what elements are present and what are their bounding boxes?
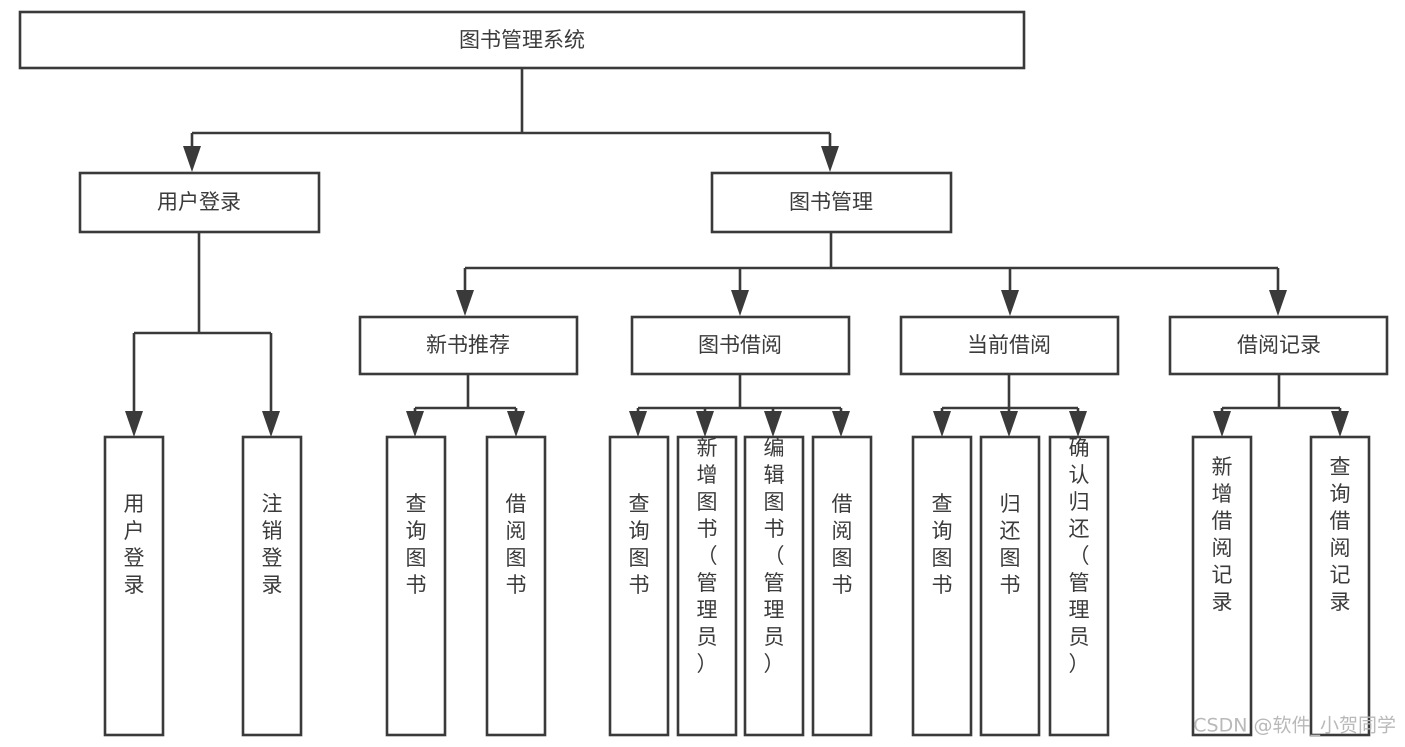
node-leaf-label: 借阅图书 xyxy=(832,492,853,597)
node-leaf-box[interactable] xyxy=(241,435,303,737)
node-leaf-label: 新增借阅记录 xyxy=(1212,455,1233,614)
node-borrow-record-label: 借阅记录 xyxy=(1237,333,1321,357)
node-root-label: 图书管理系统 xyxy=(459,28,585,52)
node-leaf-label: 借阅图书 xyxy=(506,492,527,597)
arrow-head-book-borrow xyxy=(731,290,749,316)
node-leaf-box[interactable] xyxy=(385,435,447,737)
node-user-login[interactable]: 用户登录 xyxy=(78,171,321,234)
node-user-login-box[interactable] xyxy=(78,171,321,234)
node-leaf-book-borrow-1[interactable]: 查询图书 xyxy=(608,435,670,737)
arrow-head-book-borrow-leaf-1 xyxy=(629,411,647,437)
node-book-manage-label: 图书管理 xyxy=(789,190,873,214)
node-leaf-borrow-record-2[interactable]: 查询借阅记录 xyxy=(1309,435,1371,737)
arrow-head-current-borrow-leaf-1 xyxy=(933,411,951,437)
node-root-box[interactable] xyxy=(18,10,1026,70)
arrow-head-new-book-leaf-2 xyxy=(507,411,525,437)
node-leaf-label: 查询图书 xyxy=(406,492,427,597)
node-leaf-box[interactable] xyxy=(608,435,670,737)
node-leaf-box[interactable] xyxy=(743,435,805,737)
connector-group-borrow-record xyxy=(1213,374,1349,437)
arrow-head-borrow-record-leaf-1 xyxy=(1213,411,1231,437)
arrow-head-user-login-leaf-2 xyxy=(262,411,280,437)
arrow-head-new-book-recommend xyxy=(456,290,474,316)
connector-group-new-book-recommend xyxy=(406,374,525,437)
arrow-head-current-borrow-leaf-2 xyxy=(1000,411,1018,437)
node-leaf-book-borrow-3[interactable]: 编辑图书（管理员） xyxy=(743,435,805,737)
node-leaf-label: 查询借阅记录 xyxy=(1330,455,1351,614)
node-book-borrow[interactable]: 图书借阅 xyxy=(630,315,851,376)
node-leaf-box[interactable] xyxy=(1191,435,1253,737)
node-new-book-recommend-box[interactable] xyxy=(358,315,579,376)
node-leaf-box[interactable] xyxy=(1309,435,1371,737)
connector-group-book-borrow xyxy=(629,374,850,437)
node-leaf-borrow-record-1[interactable]: 新增借阅记录 xyxy=(1191,435,1253,737)
csdn-watermark: CSDN @软件_小贺同学 xyxy=(1193,715,1396,737)
node-leaf-box[interactable] xyxy=(979,435,1041,737)
node-leaf-box[interactable] xyxy=(676,435,738,737)
arrow-head-book-borrow-leaf-4 xyxy=(832,411,850,437)
node-leaf-current-borrow-1[interactable]: 查询图书 xyxy=(911,435,973,737)
node-borrow-record-box[interactable] xyxy=(1168,315,1389,376)
arrow-head-borrow-record-leaf-2 xyxy=(1331,411,1349,437)
node-root-system[interactable]: 图书管理系统 xyxy=(18,10,1026,70)
node-book-borrow-label: 图书借阅 xyxy=(698,333,782,357)
arrow-head-user-login xyxy=(183,146,201,172)
node-book-manage[interactable]: 图书管理 xyxy=(710,171,953,234)
node-current-borrow[interactable]: 当前借阅 xyxy=(899,315,1120,376)
arrow-head-borrow-record xyxy=(1269,290,1287,316)
node-book-manage-box[interactable] xyxy=(710,171,953,234)
node-new-book-recommend-label: 新书推荐 xyxy=(426,333,510,357)
node-leaf-label: 查询图书 xyxy=(932,492,953,597)
node-leaf-label: 新增图书（管理员） xyxy=(697,436,718,676)
node-leaf-current-borrow-2[interactable]: 归还图书 xyxy=(979,435,1041,737)
arrow-head-user-login-leaf-1 xyxy=(125,411,143,437)
node-leaf-label: 查询图书 xyxy=(629,492,650,597)
node-leaf-box[interactable] xyxy=(485,435,547,737)
arrow-head-current-borrow-leaf-3 xyxy=(1069,411,1087,437)
arrow-head-current-borrow xyxy=(1001,290,1019,316)
node-current-borrow-box[interactable] xyxy=(899,315,1120,376)
arrow-head-book-borrow-leaf-2 xyxy=(696,411,714,437)
node-leaf-new-book-1[interactable]: 查询图书 xyxy=(385,435,447,737)
node-leaf-label: 编辑图书（管理员） xyxy=(764,436,785,676)
node-new-book-recommend[interactable]: 新书推荐 xyxy=(358,315,579,376)
node-leaf-label: 归还图书 xyxy=(1000,492,1021,597)
node-leaf-label: 确认归还（管理员） xyxy=(1069,436,1090,676)
node-leaf-user-login-1[interactable]: 用户登录 xyxy=(103,435,165,737)
node-leaf-new-book-2[interactable]: 借阅图书 xyxy=(485,435,547,737)
node-leaf-label: 注销登录 xyxy=(262,492,283,597)
node-leaf-label: 用户登录 xyxy=(124,492,145,597)
node-borrow-record[interactable]: 借阅记录 xyxy=(1168,315,1389,376)
arrow-head-book-borrow-leaf-3 xyxy=(764,411,782,437)
connector-group-current-borrow xyxy=(933,374,1087,437)
node-current-borrow-label: 当前借阅 xyxy=(967,333,1051,357)
node-leaf-box[interactable] xyxy=(911,435,973,737)
node-book-borrow-box[interactable] xyxy=(630,315,851,376)
node-leaf-current-borrow-3[interactable]: 确认归还（管理员） xyxy=(1048,435,1110,737)
connector-group-book-manage xyxy=(456,232,1287,316)
node-leaf-user-login-2[interactable]: 注销登录 xyxy=(241,435,303,737)
node-user-login-label: 用户登录 xyxy=(157,190,241,214)
arrow-head-book-manage xyxy=(821,146,839,172)
connector-group-user-login xyxy=(125,232,280,437)
node-leaf-book-borrow-2[interactable]: 新增图书（管理员） xyxy=(676,435,738,737)
arrow-head-new-book-leaf-1 xyxy=(406,411,424,437)
node-leaf-box[interactable] xyxy=(811,435,873,737)
node-leaf-box[interactable] xyxy=(1048,435,1110,737)
node-leaf-box[interactable] xyxy=(103,435,165,737)
node-leaf-book-borrow-4[interactable]: 借阅图书 xyxy=(811,435,873,737)
connector-group-root xyxy=(183,68,839,172)
